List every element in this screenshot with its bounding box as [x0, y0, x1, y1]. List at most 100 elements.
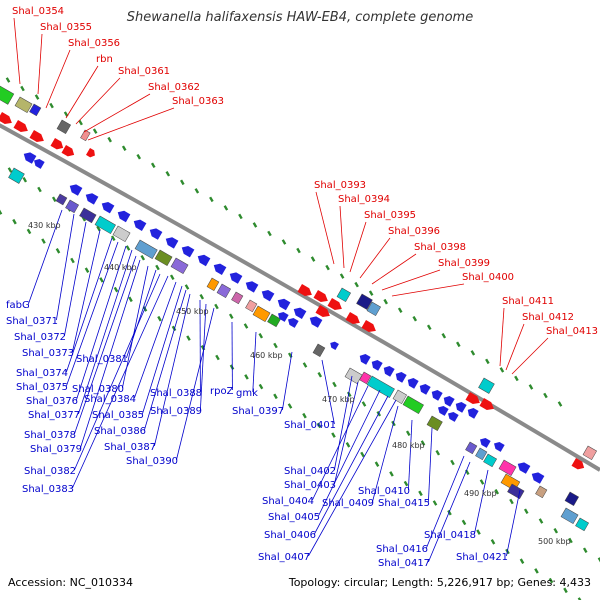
reverse-gene-label: Shal_0373 [22, 348, 74, 359]
gene-box [55, 193, 68, 206]
gene-arrow [465, 392, 480, 404]
leader-line [65, 65, 99, 119]
gene-box [267, 313, 282, 328]
track-tick [194, 188, 200, 194]
gene-arrow [359, 354, 371, 365]
leader-line [66, 241, 119, 387]
track-tick [519, 558, 525, 564]
track-tick [136, 153, 142, 160]
leader-line [312, 385, 369, 501]
gene-box [483, 453, 498, 468]
gene-arrow [278, 312, 289, 322]
track-tick [125, 245, 131, 251]
scale-label: 480 kbp [392, 441, 425, 450]
reverse-gene-label: Shal_0397 [232, 406, 284, 417]
track-tick [538, 518, 544, 524]
leader-line [74, 255, 137, 435]
track-tick [447, 509, 452, 516]
scale-label: 470 kbp [322, 395, 355, 404]
track-tick [55, 248, 61, 254]
gene-features [0, 77, 600, 600]
leader-line [339, 205, 345, 269]
reverse-gene-label: Shal_0378 [24, 430, 76, 441]
track-tick [0, 209, 3, 215]
gene-arrow [395, 372, 407, 383]
leader-line [321, 359, 335, 425]
leader-line [506, 489, 521, 557]
track-tick [543, 392, 548, 399]
reverse-gene-label: Shal_0375 [16, 382, 68, 393]
track-tick [490, 539, 496, 545]
gene-arrow [288, 318, 299, 328]
leader-line [371, 253, 417, 285]
track-tick [5, 77, 11, 83]
gene-box [575, 517, 590, 532]
track-tick [34, 94, 40, 100]
track-tick [199, 293, 205, 300]
gene-box [206, 277, 220, 292]
reverse-gene-label: Shal_0409 [322, 498, 374, 509]
gene-box [14, 96, 33, 114]
forward-gene-label: Shal_0355 [40, 22, 92, 33]
track-tick [49, 102, 54, 109]
reverse-gene-label: Shal_0386 [94, 426, 146, 437]
leader-line [428, 427, 433, 503]
accession-text: Accession: NC_010334 [8, 576, 134, 589]
gene-arrow [313, 290, 328, 302]
track-tick [96, 225, 101, 232]
gene-arrow [467, 408, 479, 419]
gene-labels: Shal_0354Shal_0355Shal_0356rbnShal_0361S… [6, 6, 598, 569]
track-tick [470, 350, 476, 356]
gene-arrow [117, 210, 131, 223]
leader-line [154, 293, 191, 447]
track-tick [184, 284, 190, 290]
track-tick [63, 111, 69, 117]
track-tick [273, 393, 278, 400]
forward-gene-label: Shal_0412 [522, 312, 574, 323]
forward-gene-label: rbn [96, 54, 113, 65]
track-tick [20, 85, 25, 92]
gene-arrow [330, 341, 339, 351]
forward-gene-label: Shal_0363 [172, 96, 224, 107]
gene-arrow [50, 138, 64, 150]
track-tick [346, 391, 352, 398]
gene-arrow [419, 384, 431, 395]
gene-box [366, 301, 382, 317]
reverse-gene-label: Shal_0382 [24, 466, 76, 477]
leader-line [78, 249, 133, 415]
genome-summary: Topology: circular; Length: 5,226,917 bp… [288, 576, 591, 589]
gene-box [312, 343, 326, 358]
gene-box [402, 395, 424, 415]
track-tick [110, 235, 116, 242]
track-tick [215, 354, 220, 361]
leader-line [372, 405, 399, 503]
reverse-gene-label: Shal_0405 [268, 512, 320, 523]
leader-line [308, 399, 397, 557]
gene-arrow [277, 298, 291, 311]
gene-arrow [443, 396, 455, 407]
track-tick [485, 358, 490, 365]
scale-label: 430 kbp [28, 221, 61, 230]
forward-gene-label: Shal_0399 [438, 258, 490, 269]
reverse-gene-label: Shal_0376 [26, 396, 78, 407]
track-tick [332, 381, 337, 388]
track-tick [171, 325, 177, 332]
track-tick [354, 281, 359, 288]
leader-line [72, 275, 169, 489]
reverse-gene-label: Shal_0410 [358, 486, 410, 497]
track-tick [412, 315, 418, 322]
gene-box [366, 375, 395, 399]
gene-arrow [455, 402, 467, 413]
gene-arrow [431, 390, 443, 401]
gene-arrow [309, 316, 323, 328]
gene-arrow [448, 412, 459, 422]
leader-line [28, 209, 63, 305]
track-tick [258, 332, 264, 339]
reverse-gene-label: Shal_0371 [6, 316, 58, 327]
forward-gene-label: Shal_0398 [414, 242, 466, 253]
track-tick [325, 264, 330, 271]
forward-gene-label: Shal_0396 [388, 226, 440, 237]
track-tick [479, 479, 485, 485]
gene-arrow [101, 202, 115, 214]
